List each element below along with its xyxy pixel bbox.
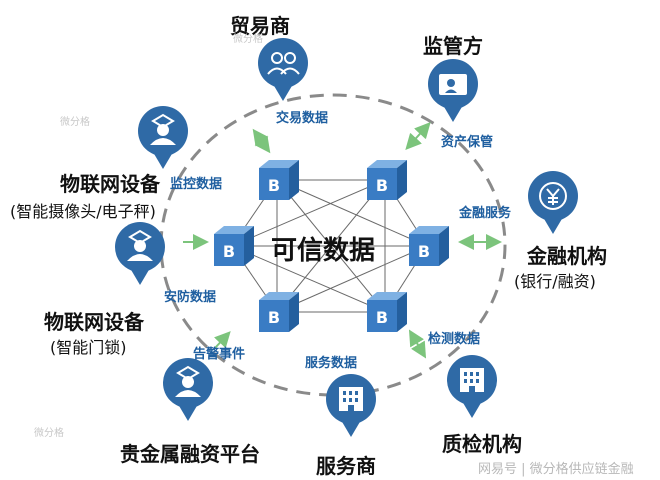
financial-label: 金融机构 xyxy=(527,244,607,268)
trader-label: 贸易商 xyxy=(230,14,290,38)
block-node: B xyxy=(409,226,449,266)
flow-security-data: 安防数据 xyxy=(164,290,217,305)
iot-camera-label: 物联网设备 xyxy=(60,172,160,196)
arrow-inspection xyxy=(408,329,427,359)
person-icon xyxy=(175,365,201,397)
building-icon xyxy=(460,368,484,392)
people-icon xyxy=(267,52,300,75)
block-letter: B xyxy=(376,176,388,195)
trader-pin xyxy=(258,38,308,101)
service-provider-label: 服务商 xyxy=(316,454,376,478)
arrow-regulator xyxy=(405,122,431,150)
flow-asset-custody: 资产保管 xyxy=(441,135,494,150)
watermark: 微分格 xyxy=(34,428,64,439)
inspection-pin xyxy=(447,355,497,418)
flow-arrows xyxy=(183,122,502,359)
block-node: B xyxy=(367,160,407,200)
iot-lock-pin xyxy=(115,222,165,285)
block-node: B xyxy=(214,226,254,266)
flow-trade-data: 交易数据 xyxy=(276,111,329,126)
block-letter: B xyxy=(223,242,235,261)
center-label: 可信数据 xyxy=(271,236,376,266)
watermark: 微分格 xyxy=(233,34,263,45)
financial-pin xyxy=(528,171,578,234)
precious-metals-label: 贵金属融资平台 xyxy=(120,442,260,466)
flow-monitoring-data: 监控数据 xyxy=(170,177,223,192)
yen-icon xyxy=(539,182,567,210)
iot-camera-pin xyxy=(138,106,188,169)
iot-lock-sublabel: (智能门锁) xyxy=(50,338,127,357)
regulator-pin xyxy=(428,59,478,122)
financial-sublabel: (银行/融资) xyxy=(514,272,596,291)
flow-inspection-data: 检测数据 xyxy=(428,332,481,347)
iot-camera-sublabel: (智能摄像头/电子秤) xyxy=(10,202,156,221)
arrow-precious xyxy=(213,331,231,349)
inspection-label: 质检机构 xyxy=(442,432,522,456)
block-letter: B xyxy=(268,176,280,195)
person-icon xyxy=(127,229,153,261)
person-icon xyxy=(150,113,176,145)
precious-metals-pin xyxy=(163,358,213,421)
block-letter: B xyxy=(268,308,280,327)
building-icon xyxy=(339,387,363,411)
block-node: B xyxy=(259,160,299,200)
footer-source: 网易号 | 微分格供应链金融 xyxy=(478,462,634,477)
block-mesh xyxy=(231,179,428,313)
flow-alarm-events: 告警事件 xyxy=(193,347,246,362)
arrow-trader xyxy=(252,128,271,154)
regulator-label: 监管方 xyxy=(423,34,483,58)
block-letter: B xyxy=(418,242,430,261)
id-card-icon xyxy=(439,74,467,95)
flow-financial-services: 金融服务 xyxy=(459,206,512,221)
block-node: B xyxy=(259,292,299,332)
service-provider-pin xyxy=(326,374,376,437)
watermark: 微分格 xyxy=(60,117,90,128)
flow-service-data: 服务数据 xyxy=(305,356,358,371)
block-letter: B xyxy=(376,308,388,327)
block-node: B xyxy=(367,292,407,332)
iot-lock-label: 物联网设备 xyxy=(44,310,144,334)
